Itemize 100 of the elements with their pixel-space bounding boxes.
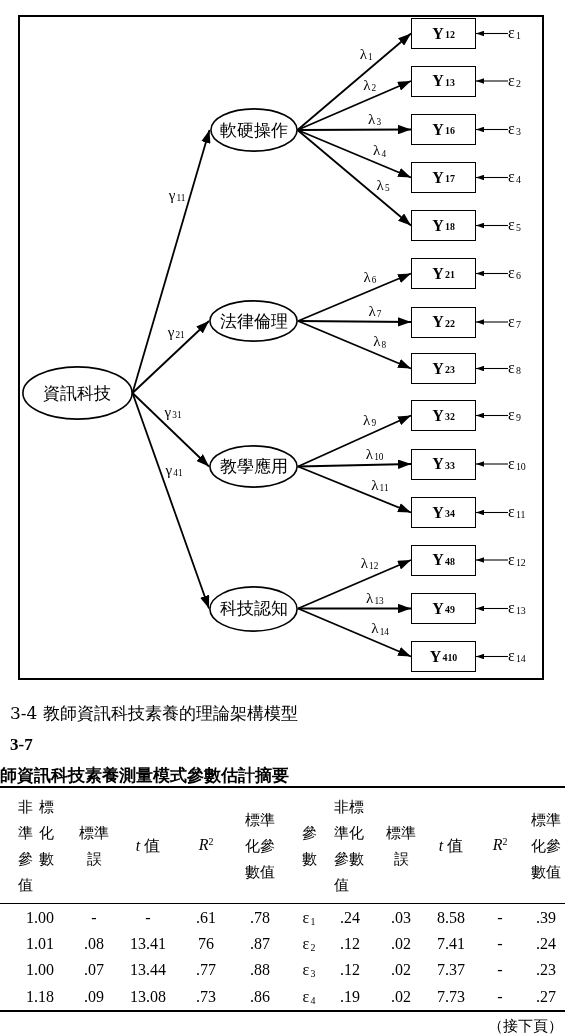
arrow	[296, 129, 412, 227]
table-value: .78	[250, 908, 270, 928]
table-title: 師資訊科技素養測量模式參數估計摘要	[0, 763, 289, 787]
table-value: 8.58	[437, 908, 465, 928]
table-value: .12	[340, 960, 360, 980]
latent-variable-ellipse: 資訊科技	[21, 366, 133, 420]
arrow	[475, 605, 509, 612]
edge-label: λ$_{4}$	[373, 142, 387, 159]
arrow	[475, 126, 509, 133]
table-value: 13.41	[130, 934, 166, 954]
table-value: -	[497, 987, 503, 1007]
latent-variable-ellipse: 法律倫理	[209, 300, 298, 342]
table-value: .07	[84, 960, 104, 980]
error-term-label: ε$_{9}$	[508, 406, 521, 425]
table-value: .61	[196, 908, 216, 928]
arrow	[475, 222, 509, 229]
table-value: .86	[250, 987, 270, 1007]
table-value: ε$_{4}$	[302, 987, 316, 1007]
table-value: .39	[536, 908, 556, 928]
arrow	[475, 653, 509, 660]
edge-label: λ$_{8}$	[373, 333, 387, 350]
arrow	[475, 557, 509, 563]
column-header: 標準誤	[78, 823, 110, 870]
table-value: .02	[391, 987, 411, 1007]
arrow	[297, 272, 412, 322]
column-header: 標準誤	[385, 823, 417, 870]
error-term-label: ε$_{3}$	[508, 120, 521, 139]
table-value: .02	[391, 934, 411, 954]
error-term-label: ε$_{5}$	[508, 216, 521, 235]
table-value: .27	[536, 987, 556, 1007]
error-term-label: ε$_{14}$	[508, 647, 526, 666]
table-value: 7.37	[437, 960, 465, 980]
edge-label: λ$_{5}$	[376, 176, 390, 194]
column-header: 參數	[300, 823, 318, 870]
arrow	[297, 559, 412, 610]
table-value: .87	[250, 934, 270, 954]
arrow	[475, 270, 509, 277]
table-value: .02	[391, 960, 411, 980]
arrow	[131, 392, 210, 468]
arrow	[297, 459, 412, 470]
arrow	[475, 78, 509, 84]
column-header: 非標準化參數值	[18, 797, 61, 896]
edge-label: λ$_{11}$	[371, 477, 389, 494]
arrow	[475, 461, 509, 467]
table-value: -	[497, 908, 503, 928]
arrow	[297, 465, 412, 514]
table-value: .19	[340, 987, 360, 1007]
arrow	[297, 607, 412, 658]
error-term-label: ε$_{2}$	[508, 71, 521, 91]
table-value: 76	[198, 934, 214, 954]
error-term-label: ε$_{6}$	[508, 264, 521, 283]
arrow	[475, 30, 509, 37]
arrow	[297, 414, 412, 468]
table-value: 7.73	[437, 987, 465, 1007]
edge-label: λ$_{7}$	[368, 302, 382, 320]
edge-label: γ$_{31}$	[164, 403, 182, 421]
arrow	[131, 320, 210, 394]
table-value: .09	[84, 987, 104, 1007]
error-term-label: ε$_{13}$	[508, 599, 526, 618]
table-value: 1.18	[26, 987, 54, 1007]
column-header: 標準化參數值	[244, 810, 276, 883]
table-value: ε$_{1}$	[302, 908, 316, 928]
table-value: 13.44	[130, 960, 166, 980]
arrow	[475, 509, 509, 516]
arrow	[475, 174, 509, 181]
edge-label: λ$_{6}$	[363, 268, 377, 286]
column-header: t 值	[438, 836, 464, 856]
edge-label: λ$_{9}$	[363, 412, 377, 429]
column-header: 非標準化參數值	[334, 797, 365, 896]
edge-label: γ$_{41}$	[165, 462, 183, 479]
edge-label: γ$_{21}$	[167, 323, 185, 341]
table-value: .24	[340, 908, 360, 928]
arrow	[296, 32, 412, 131]
arrow	[475, 365, 509, 372]
arrow	[297, 317, 412, 327]
table-value: .23	[536, 960, 556, 980]
arrow	[475, 412, 509, 419]
edge-label: λ$_{3}$	[368, 110, 382, 128]
table-value: -	[497, 934, 503, 954]
error-term-label: ε$_{7}$	[508, 312, 521, 332]
arrow	[297, 603, 412, 614]
arrow	[475, 319, 509, 325]
table-value: 13.08	[130, 987, 166, 1007]
edge-label: λ$_{2}$	[363, 76, 377, 94]
error-term-label: ε$_{11}$	[508, 503, 526, 522]
continued-note: （接下頁）	[488, 1017, 563, 1035]
table-value: 7.41	[437, 934, 465, 954]
table-value: 1.00	[26, 908, 54, 928]
arrow	[297, 320, 412, 370]
error-term-label: ε$_{8}$	[508, 359, 521, 378]
table-value: .08	[84, 934, 104, 954]
table-value: .24	[536, 934, 556, 954]
error-term-label: ε$_{4}$	[508, 168, 521, 187]
error-term-label: ε$_{1}$	[508, 24, 521, 43]
latent-variable-ellipse: 科技認知	[209, 585, 298, 632]
edge-label: λ$_{13}$	[366, 589, 384, 606]
table-number: 3-7	[10, 733, 33, 756]
table-value: 1.01	[26, 934, 54, 954]
column-header: 標準化參數值	[530, 810, 562, 883]
table-value: -	[91, 908, 97, 928]
